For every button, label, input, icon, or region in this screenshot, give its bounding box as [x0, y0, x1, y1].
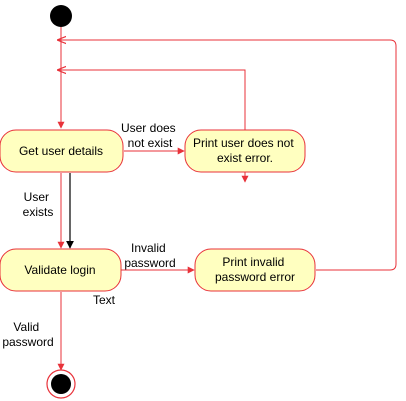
label-invalid-password-line-2: password	[124, 256, 175, 270]
action-print-invalid-password: Print invalid password error	[194, 248, 316, 292]
action-print-user-not-exist-label: Print user does not exist error.	[193, 136, 297, 165]
label-user-does-not-exist-line-1: User does	[121, 121, 176, 135]
action-get-user-details: Get user details	[0, 129, 124, 173]
label-user-does-not-exist-line-2: not exist	[128, 136, 173, 150]
edge-print-not-exist-loop-back	[58, 70, 246, 130]
label-user-does-not-exist: User does not exist	[121, 121, 179, 150]
label-valid-password-line-2: password	[2, 335, 53, 349]
action-print-invalid-password-line-2: password error	[215, 270, 295, 284]
label-invalid-password-line-1: Invalid	[131, 241, 166, 255]
action-print-user-not-exist-line-1: Print user does not	[193, 136, 294, 150]
action-print-user-not-exist-line-2: exist error.	[217, 151, 273, 165]
label-valid-password: Valid password	[2, 320, 53, 349]
action-print-user-not-exist: Print user does not exist error.	[184, 129, 306, 173]
action-validate-login: Validate login	[0, 248, 122, 292]
action-validate-login-label: Validate login	[24, 263, 95, 277]
edge-print-invalid-loop-back	[58, 40, 397, 271]
label-user-exists-line-1: User	[24, 190, 49, 204]
label-valid-password-line-1: Valid	[13, 320, 39, 334]
label-stray-text: Text	[93, 293, 116, 307]
label-user-exists: User exists	[23, 190, 54, 219]
initial-node	[50, 5, 72, 27]
final-node	[46, 369, 76, 399]
action-get-user-details-label: Get user details	[19, 144, 103, 158]
label-invalid-password: Invalid password	[124, 241, 175, 270]
label-user-exists-line-2: exists	[23, 205, 54, 219]
action-print-invalid-password-line-1: Print invalid	[222, 255, 284, 269]
action-print-invalid-password-label: Print invalid password error	[215, 255, 295, 284]
